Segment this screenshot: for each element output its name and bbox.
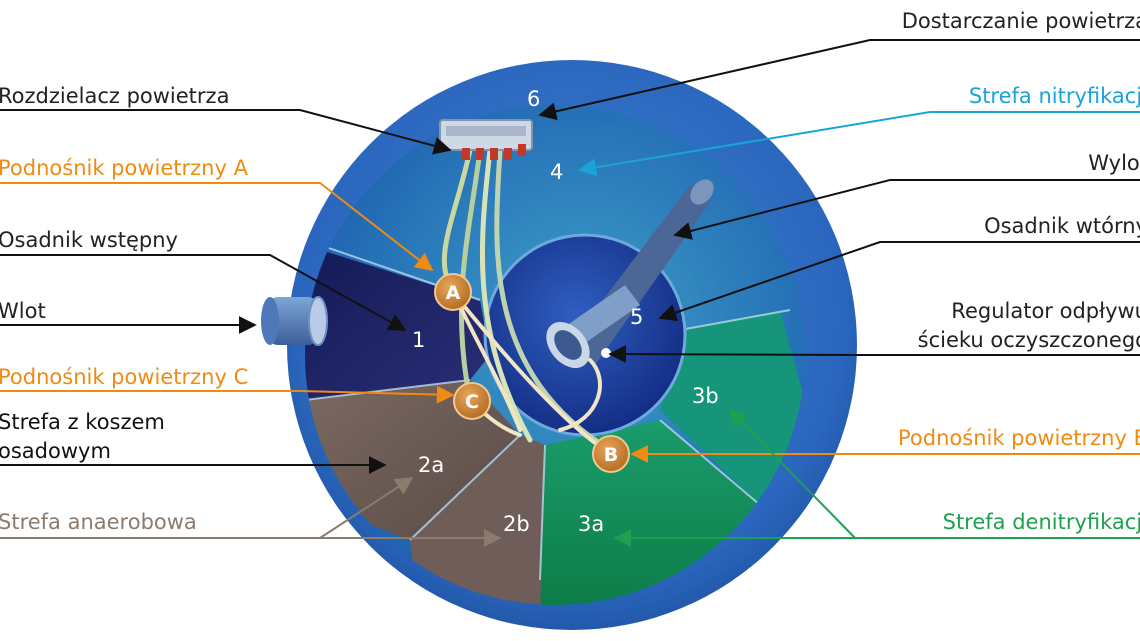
zone-label-2b: 2b (503, 512, 530, 536)
zone-label-1: 1 (412, 328, 425, 352)
zone-label-2a: 2a (418, 453, 444, 477)
zone-label-6: 6 (527, 87, 540, 111)
label-podnosnik-a: Podnośnik powietrzny A (0, 156, 248, 180)
label-strefa-denitryfikacji: Strefa denitryfikacji (942, 510, 1140, 534)
label-wlot: Wlot (0, 299, 46, 323)
label-osadnik-wtorny: Osadnik wtórny (984, 214, 1140, 238)
label-strefa-nitryfikacji: Strefa nitryfikacji (968, 84, 1140, 108)
air-lift-hoses (441, 147, 613, 453)
svg-text:C: C (465, 391, 479, 413)
label-podnosnik-b: Podnośnik powietrzny B (898, 426, 1140, 450)
zone-2a-sludge-basket (305, 380, 520, 540)
svg-text:A: A (446, 282, 461, 304)
air-distributor-manifold (439, 119, 533, 160)
outflow-regulator (546, 285, 640, 369)
zone-label-5: 5 (630, 305, 643, 329)
label-regulator-line1: Regulator odpływu (951, 299, 1140, 323)
zone-3b-denitrification (660, 310, 805, 505)
zone-2b-anaerobic (410, 435, 545, 605)
label-rozdzielacz-powietrza: Rozdzielacz powietrza (0, 84, 230, 108)
zone-label-3b: 3b (692, 384, 719, 408)
zone-label-4: 4 (550, 160, 563, 184)
air-lift-marker-a: A (434, 273, 472, 311)
label-strefa-z-koszem-line1: Strefa z koszem (0, 410, 165, 434)
label-podnosnik-c: Podnośnik powietrzny C (0, 365, 249, 389)
label-wylot: Wylot (1088, 151, 1140, 175)
air-lift-marker-b: B (592, 435, 630, 473)
inlet-pipe (261, 296, 328, 346)
label-strefa-z-koszem-line2: osadowym (0, 439, 111, 463)
label-osadnik-wstepny: Osadnik wstępny (0, 228, 178, 252)
label-regulator-line2: ścieku oczyszczonego (917, 328, 1140, 352)
zone-label-3a: 3a (578, 512, 604, 536)
svg-text:B: B (604, 444, 618, 466)
label-strefa-anaerobowa: Strefa anaerobowa (0, 510, 197, 534)
label-dostarczanie-powietrza: Dostarczanie powietrza (901, 9, 1140, 33)
air-lift-marker-c: C (453, 382, 491, 420)
leader-lines (0, 39, 1140, 547)
